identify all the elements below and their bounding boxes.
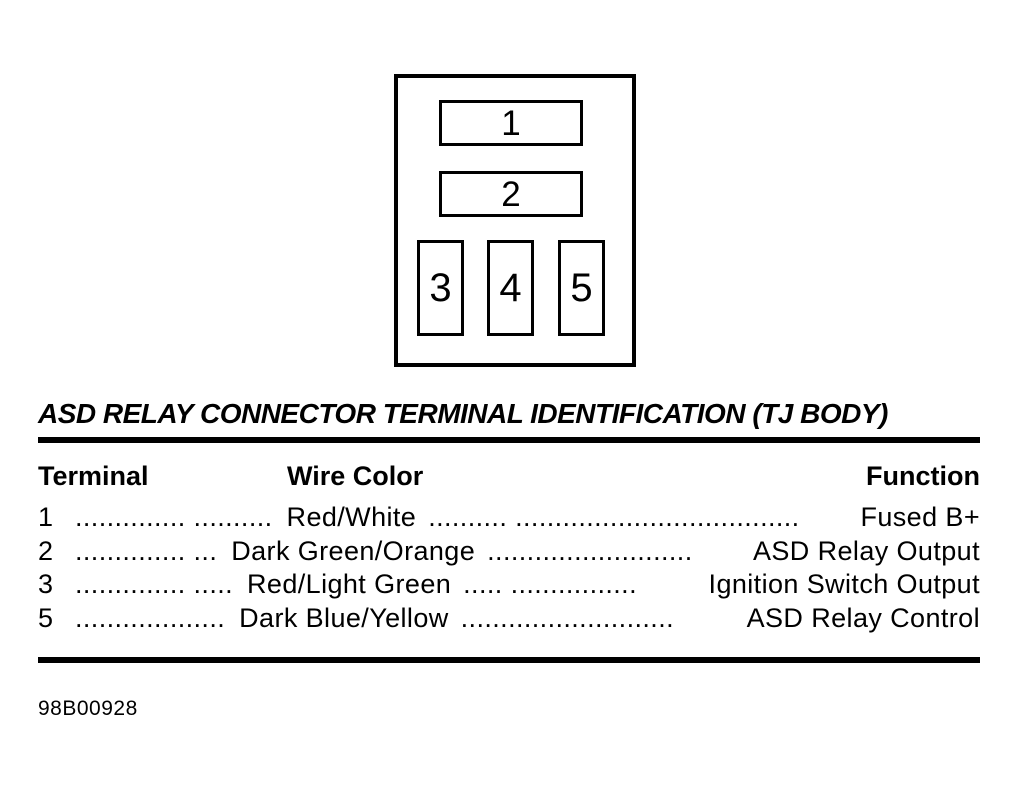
terminal-number-3: 3 [429,266,452,310]
function-cell: Fused B+ [860,502,980,532]
terminal-cell: 1 [38,502,54,532]
dot-leader: .......... .............................… [428,502,800,532]
terminal-number-5: 5 [570,266,593,310]
col-header-terminal: Terminal [38,461,149,491]
terminal-number-2: 2 [501,174,521,214]
table-header: Terminal Wire Color Function [38,461,980,492]
figure-id: 98B00928 [38,697,138,720]
col-header-function: Function [866,461,980,491]
function-cell: ASD Relay Output [752,535,980,566]
dot-leader: ..... ................ [463,569,637,599]
terminal-number-1: 1 [501,103,521,143]
terminal-cavity-4: 4 [487,240,534,336]
terminal-table: 1 .............. .......... Red/White ..… [38,502,980,636]
terminal-cell: 2 [38,535,54,566]
dot-leader: ................... [75,602,226,633]
wire-color-cell: Red/Light Green [247,569,452,599]
dot-leader: .............. .......... [75,502,273,532]
terminal-cavity-2: 2 [439,171,583,217]
col-header-wire-color: Wire Color [287,461,424,491]
terminal-cavity-3: 3 [417,240,464,336]
table-row: 2 .............. ... Dark Green/Orange .… [38,536,980,570]
terminal-cavity-5: 5 [558,240,605,336]
dot-leader: .......................... [487,535,693,566]
table-row: 1 .............. .......... Red/White ..… [38,502,980,536]
figure-caption: ASD RELAY CONNECTOR TERMINAL IDENTIFICAT… [38,398,888,429]
divider-top [38,437,980,443]
divider-bottom [38,657,980,663]
dot-leader: ........................... [460,602,674,633]
terminal-cavity-1: 1 [439,100,583,146]
terminal-cell: 3 [38,569,54,599]
wire-color-cell: Dark Green/Orange [231,535,476,566]
table-row: 3 .............. ..... Red/Light Green .… [38,569,980,603]
terminal-cell: 5 [38,602,54,633]
terminal-number-4: 4 [499,266,522,310]
function-cell: Ignition Switch Output [708,569,980,599]
wire-color-cell: Dark Blue/Yellow [239,602,449,633]
table-row: 5 ................... Dark Blue/Yellow .… [38,603,980,637]
asd-relay-connector-diagram: 1 2 3 4 5 [394,74,636,367]
dot-leader: .............. ..... [75,569,234,599]
wire-color-cell: Red/White [286,502,417,532]
function-cell: ASD Relay Control [746,602,980,633]
dot-leader: .............. ... [75,535,218,566]
